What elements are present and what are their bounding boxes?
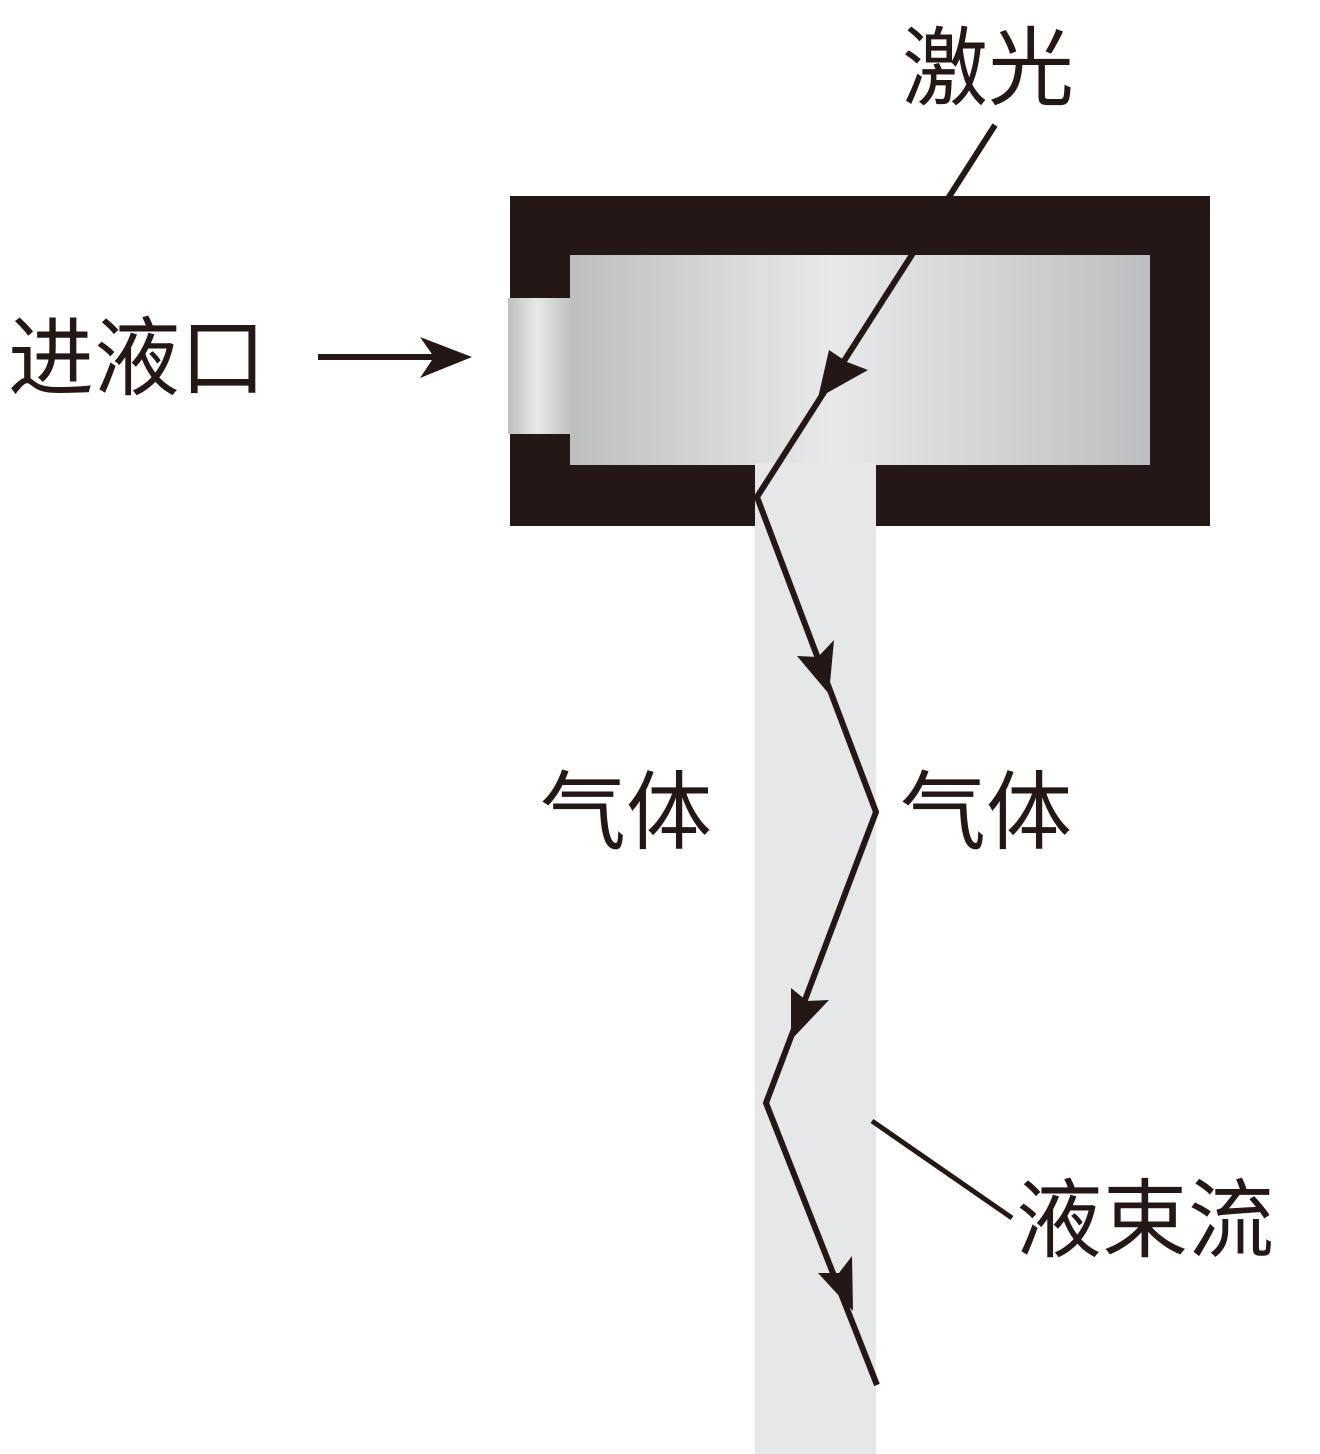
gas-left-label: 气体 <box>540 763 712 863</box>
jet-leader-line <box>870 1118 1014 1221</box>
ray-arrowhead-4 <box>818 1256 853 1311</box>
laser-label: 激光 <box>902 19 1074 119</box>
jet-label: 液束流 <box>1016 1171 1274 1271</box>
liquid-cavity <box>570 255 1150 465</box>
inlet-arrowhead <box>420 337 472 378</box>
gas-right-label: 气体 <box>900 763 1072 863</box>
liquid-jet-stream <box>755 526 876 1454</box>
ray-arrowhead-2 <box>797 640 834 694</box>
inlet-channel <box>508 298 572 434</box>
ray-arrowhead-1 <box>818 350 868 398</box>
inlet-label: 进液口 <box>8 309 266 409</box>
ray-arrowhead-3 <box>791 988 829 1040</box>
